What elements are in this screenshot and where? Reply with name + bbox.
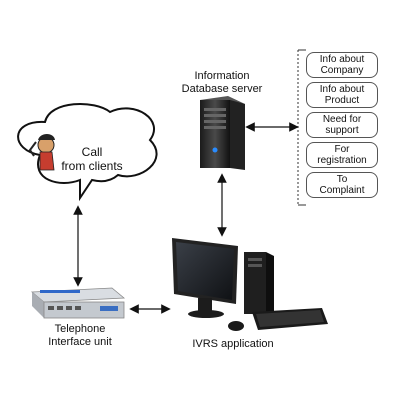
- mouse-icon: [228, 321, 244, 331]
- ivrs-label: IVRS application: [192, 338, 274, 350]
- info-box-product: Info about Product: [306, 82, 378, 108]
- caller-label: Call from clients: [61, 145, 123, 173]
- pc-tower-icon: [244, 252, 274, 318]
- telephone-label: Telephone Interface unit: [48, 323, 112, 348]
- telephone-unit-icon: [30, 287, 126, 319]
- server-label: Information Database server: [181, 70, 263, 95]
- info-box-registration: For registration: [306, 142, 378, 168]
- server-icon: [200, 96, 245, 170]
- speech-bubble: [17, 103, 158, 202]
- info-box-complaint: To Complaint: [306, 172, 378, 198]
- info-box-company: Info about Company: [306, 52, 378, 78]
- keyboard-icon: [252, 308, 328, 330]
- caller-icon: [28, 134, 55, 171]
- monitor-icon: [172, 238, 238, 318]
- info-bracket: [297, 49, 306, 206]
- info-box-support: Need for support: [306, 112, 378, 138]
